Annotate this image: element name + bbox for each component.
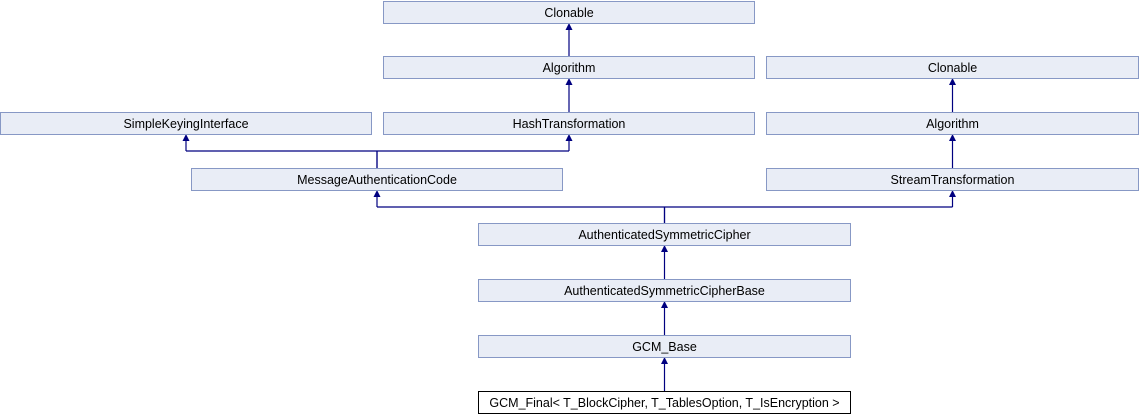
- class-node-authenticated-symmetric-cipher-base[interactable]: AuthenticatedSymmetricCipherBase: [478, 279, 851, 302]
- class-node-label: Clonable: [544, 5, 594, 20]
- class-node-algorithm-center[interactable]: Algorithm: [383, 56, 755, 79]
- class-node-label: GCM_Final< T_BlockCipher, T_TablesOption…: [489, 395, 840, 410]
- class-node-gcm-base[interactable]: GCM_Base: [478, 335, 851, 358]
- class-node-hash-transformation[interactable]: HashTransformation: [383, 112, 755, 135]
- class-node-label: AuthenticatedSymmetricCipher: [578, 227, 751, 242]
- class-node-label: MessageAuthenticationCode: [297, 172, 457, 187]
- class-node-algorithm-right[interactable]: Algorithm: [766, 112, 1139, 135]
- class-node-authenticated-symmetric-cipher[interactable]: AuthenticatedSymmetricCipher: [478, 223, 851, 246]
- class-node-message-authentication-code[interactable]: MessageAuthenticationCode: [191, 168, 563, 191]
- class-node-label: HashTransformation: [512, 116, 626, 131]
- class-node-label: Algorithm: [926, 116, 979, 131]
- class-node-label: Clonable: [927, 60, 978, 75]
- class-node-simple-keying-interface[interactable]: SimpleKeyingInterface: [0, 112, 372, 135]
- class-node-stream-transformation[interactable]: StreamTransformation: [766, 168, 1139, 191]
- class-node-label: GCM_Base: [632, 339, 697, 354]
- class-node-clonable-top[interactable]: Clonable: [383, 1, 755, 24]
- class-node-label: SimpleKeyingInterface: [123, 116, 249, 131]
- class-node-gcm-final: GCM_Final< T_BlockCipher, T_TablesOption…: [478, 391, 851, 414]
- class-node-label: StreamTransformation: [890, 172, 1015, 187]
- class-node-label: AuthenticatedSymmetricCipherBase: [564, 283, 765, 298]
- class-node-clonable-right[interactable]: Clonable: [766, 56, 1139, 79]
- class-node-label: Algorithm: [542, 60, 596, 75]
